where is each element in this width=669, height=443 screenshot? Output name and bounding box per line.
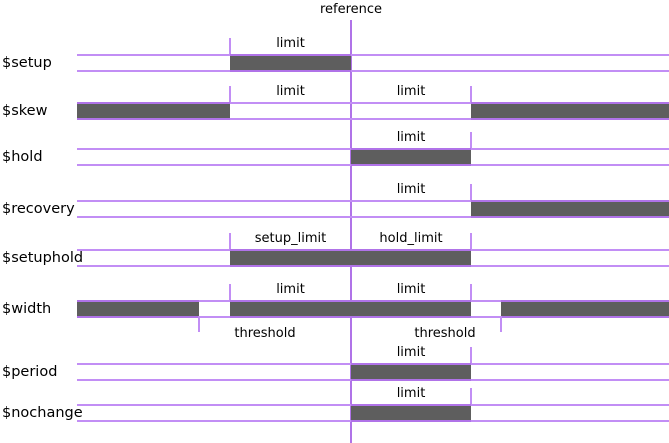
segment-label-nochange-0: limit [396, 386, 426, 401]
tick-up-recovery-0 [470, 184, 472, 200]
track-rail-recovery-top [77, 200, 669, 202]
segment-width-3 [501, 302, 669, 316]
segment-edge-top-setuphold-0 [230, 249, 351, 251]
segment-edge-bottom-skew-1 [471, 118, 669, 120]
tick-up-setuphold-1 [470, 233, 472, 249]
tick-up-period-0 [470, 347, 472, 363]
tick-up-width-1 [470, 284, 472, 300]
segment-label-width-1: limit [276, 282, 305, 297]
track-rail-setup-top [77, 54, 669, 56]
row-label-recovery: $recovery [2, 201, 75, 217]
segment-edge-bottom-setuphold-0 [230, 265, 351, 267]
segment-width-2 [351, 302, 471, 316]
segment-label-period-0: limit [396, 345, 426, 360]
segment-edge-bottom-setup-0 [230, 70, 351, 72]
row-label-width: $width [2, 301, 52, 317]
segment-edge-top-skew-0 [77, 102, 230, 104]
segment-skew-0 [77, 104, 230, 118]
segment-edge-bottom-setuphold-1 [351, 265, 471, 267]
below-label-width-1: threshold [414, 326, 476, 341]
segment-label-setuphold-0: setup_limit [254, 231, 327, 246]
segment-setuphold-1 [351, 251, 471, 265]
segment-setup-0 [230, 56, 351, 70]
segment-label-hold-0: limit [396, 130, 426, 145]
segment-edge-top-width-2 [351, 300, 471, 302]
segment-width-0 [77, 302, 199, 316]
row-label-hold: $hold [2, 149, 43, 165]
segment-edge-top-recovery-0 [471, 200, 669, 202]
segment-period-0 [351, 365, 471, 379]
segment-edge-top-setuphold-1 [351, 249, 471, 251]
tick-up-hold-0 [470, 132, 472, 148]
segment-edge-bottom-hold-0 [351, 164, 471, 166]
segment-edge-top-period-0 [351, 363, 471, 365]
tick-up-width-0 [229, 284, 231, 300]
segment-edge-top-nochange-0 [351, 404, 471, 406]
segment-edge-top-skew-1 [471, 102, 669, 104]
below-label-width-0: threshold [234, 326, 296, 341]
row-label-nochange: $nochange [2, 405, 83, 421]
gap-label-skew-0: limit [276, 84, 305, 99]
segment-nochange-0 [351, 406, 471, 420]
gap-label-skew-1: limit [396, 84, 426, 99]
segment-edge-bottom-width-1 [230, 316, 351, 318]
track-rail-skew-bottom [77, 118, 669, 120]
segment-recovery-0 [471, 202, 669, 216]
row-label-skew: $skew [2, 103, 48, 119]
segment-edge-bottom-width-3 [501, 316, 669, 318]
tick-up-skew-1 [470, 86, 472, 102]
tick-up-nochange-0 [470, 388, 472, 404]
segment-edge-top-width-0 [77, 300, 199, 302]
segment-edge-bottom-nochange-0 [351, 420, 471, 422]
reference-line [350, 20, 352, 443]
segment-edge-bottom-skew-0 [77, 118, 230, 120]
tick-down-width-1 [500, 316, 502, 332]
segment-edge-bottom-period-0 [351, 379, 471, 381]
row-label-setup: $setup [2, 55, 52, 71]
track-rail-setup-bottom [77, 70, 669, 72]
segment-label-setuphold-1: hold_limit [379, 231, 443, 246]
segment-hold-0 [351, 150, 471, 164]
segment-label-width-2: limit [396, 282, 426, 297]
row-label-setuphold: $setuphold [2, 250, 84, 266]
segment-width-1 [230, 302, 351, 316]
segment-edge-top-setup-0 [230, 54, 351, 56]
segment-edge-top-hold-0 [351, 148, 471, 150]
row-label-period: $period [2, 364, 58, 380]
segment-edge-top-width-1 [230, 300, 351, 302]
track-rail-skew-top [77, 102, 669, 104]
segment-skew-1 [471, 104, 669, 118]
segment-edge-bottom-width-0 [77, 316, 199, 318]
segment-edge-bottom-recovery-0 [471, 216, 669, 218]
gap-label-recovery-0: limit [396, 182, 426, 197]
segment-label-setup-0: limit [276, 36, 305, 51]
segment-edge-bottom-width-2 [351, 316, 471, 318]
track-rail-recovery-bottom [77, 216, 669, 218]
reference-label: reference [319, 2, 383, 17]
segment-edge-top-width-3 [501, 300, 669, 302]
tick-up-skew-0 [229, 86, 231, 102]
segment-setuphold-0 [230, 251, 351, 265]
tick-down-width-0 [198, 316, 200, 332]
tick-up-setuphold-0 [229, 233, 231, 249]
tick-up-setup-0 [229, 38, 231, 54]
